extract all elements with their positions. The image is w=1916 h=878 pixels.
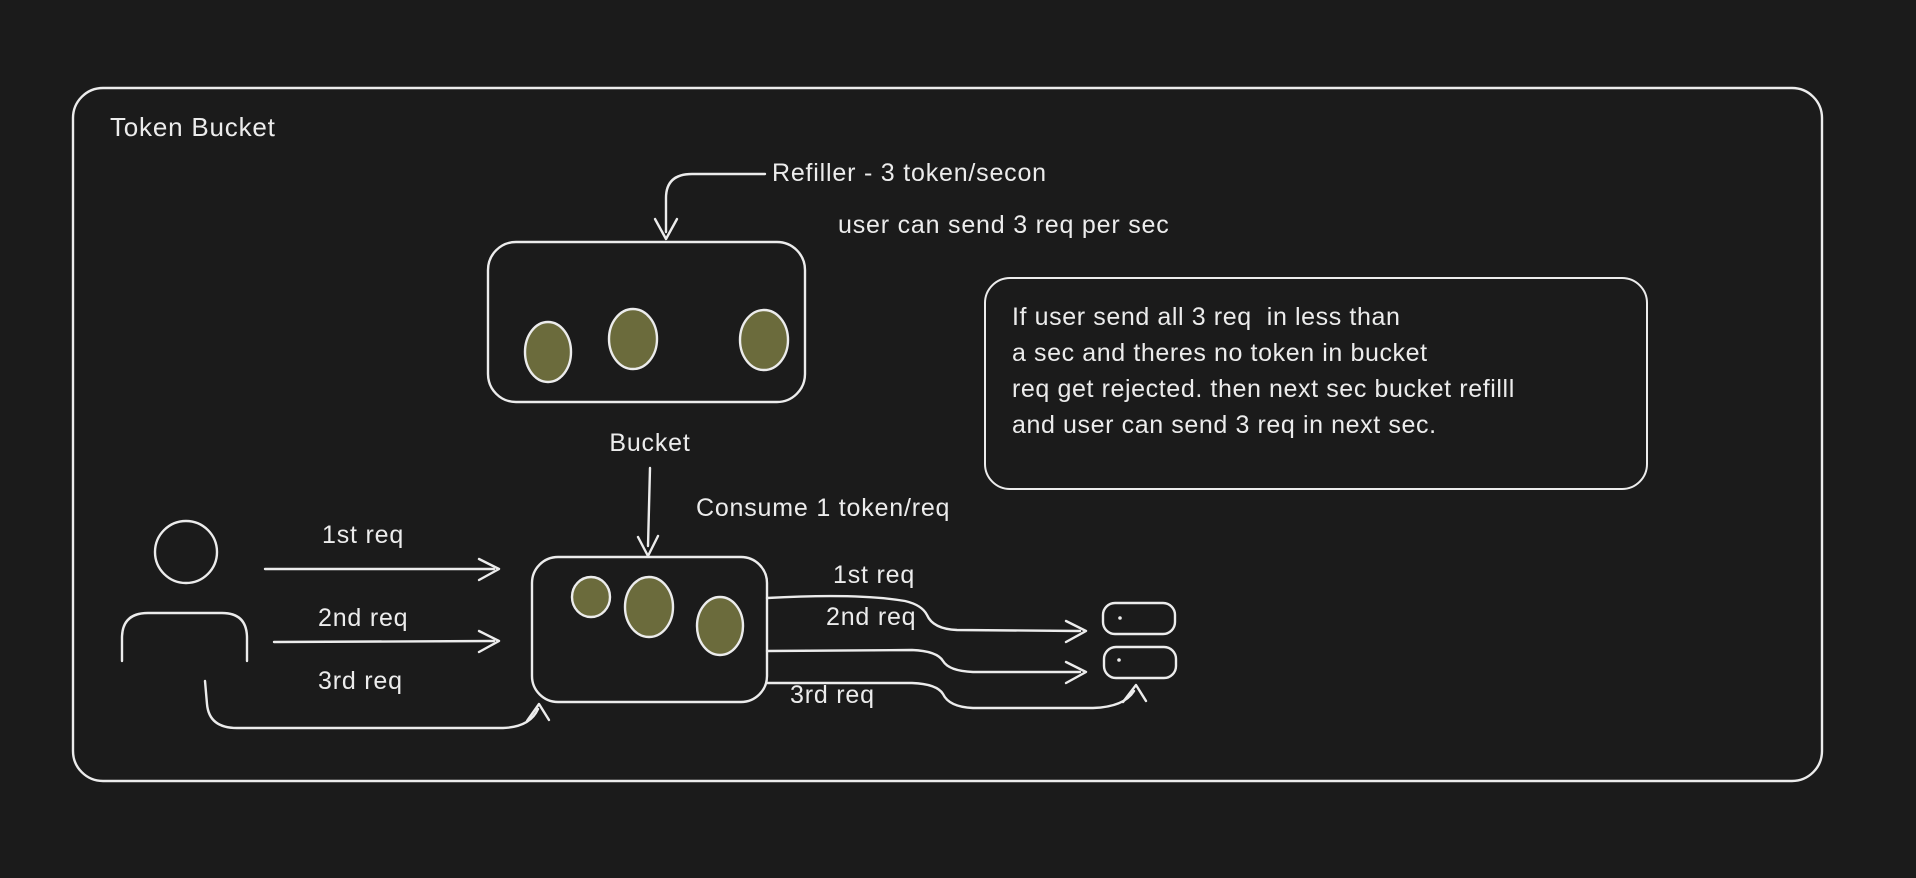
- request-in-3-label[interactable]: 3rd req: [790, 681, 875, 709]
- outer-frame[interactable]: [71, 86, 1824, 783]
- token[interactable]: [738, 308, 790, 372]
- token[interactable]: [695, 595, 745, 657]
- token[interactable]: [570, 575, 612, 619]
- note-line: If user send all 3 req in less than: [1012, 303, 1401, 331]
- arrowhead-up-icon: [1121, 683, 1148, 704]
- request-out-3-label[interactable]: 3rd req: [318, 667, 403, 695]
- consume-label[interactable]: Consume 1 token/req: [696, 494, 951, 522]
- arrowhead-right-icon: [1064, 619, 1088, 644]
- refiller-arrow[interactable]: [653, 172, 767, 241]
- arrowhead-right-icon: [477, 629, 501, 654]
- user-head: [153, 519, 219, 585]
- request-in-2-label[interactable]: 2nd req: [826, 603, 917, 631]
- server-dot: [1117, 658, 1121, 662]
- request-out-2-label[interactable]: 2nd req: [318, 604, 409, 632]
- note-line: req get rejected. then next sec bucket r…: [1012, 375, 1515, 403]
- first-request-arrow[interactable]: [263, 557, 501, 582]
- server-box-1[interactable]: [1101, 601, 1177, 636]
- arrowhead-up-icon: [525, 702, 551, 723]
- top-bucket-shape[interactable]: [486, 240, 807, 404]
- token[interactable]: [607, 307, 659, 371]
- server-box-2[interactable]: [1102, 645, 1178, 680]
- explanation-note-box[interactable]: If user send all 3 req in less than a se…: [984, 277, 1648, 490]
- user-icon[interactable]: [120, 519, 249, 663]
- refill-rate-note[interactable]: user can send 3 req per sec: [838, 211, 1170, 239]
- token[interactable]: [623, 575, 675, 639]
- request-out-1-label[interactable]: 1st req: [322, 521, 405, 549]
- third-request-arrow[interactable]: [203, 679, 551, 730]
- bucket-to-bucket-arrow[interactable]: [636, 466, 660, 558]
- user-body: [120, 611, 249, 663]
- refiller-label[interactable]: Refiller - 3 token/secon: [772, 159, 1047, 187]
- processed-request-3-arrow[interactable]: [765, 681, 1148, 710]
- request-in-1-label[interactable]: 1st req: [833, 561, 916, 589]
- processed-request-1-arrow[interactable]: [765, 594, 1088, 644]
- processed-request-2-arrow[interactable]: [765, 648, 1088, 685]
- arrowhead-right-icon: [1064, 660, 1088, 685]
- note-line: and user can send 3 req in next sec.: [1012, 411, 1437, 439]
- lower-bucket-shape[interactable]: [530, 555, 769, 704]
- second-request-arrow[interactable]: [272, 629, 501, 654]
- bucket-label[interactable]: Bucket: [609, 429, 691, 457]
- token[interactable]: [523, 320, 573, 384]
- arrowhead-right-icon: [477, 557, 501, 582]
- arrowhead-down-icon: [653, 217, 679, 241]
- diagram-title[interactable]: Token Bucket: [110, 112, 276, 142]
- server-dot: [1118, 616, 1122, 620]
- note-line: a sec and theres no token in bucket: [1012, 339, 1428, 367]
